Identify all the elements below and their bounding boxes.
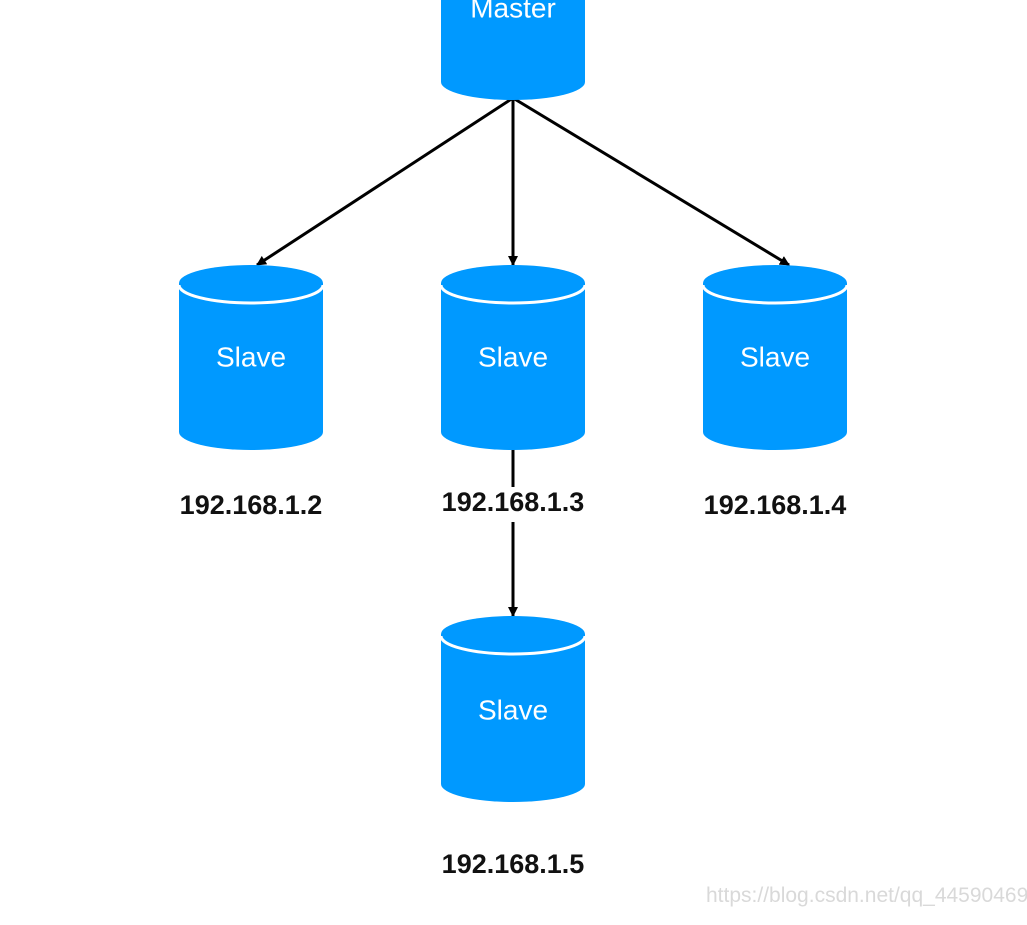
slave-1-label: Slave xyxy=(216,341,286,372)
master-label: Master xyxy=(470,0,556,23)
slave-4-database-icon: Slave xyxy=(439,616,587,802)
slave-1-database-icon: Slave xyxy=(177,265,325,450)
slave-4-label: Slave xyxy=(478,694,548,725)
slave-3-label: Slave xyxy=(740,341,810,372)
edge-master-to-slave-3 xyxy=(512,96,790,267)
slave-3-database-icon: Slave xyxy=(701,265,849,450)
slave-2-database-icon: Slave xyxy=(439,265,587,450)
slave-3-ip-label: 192.168.1.4 xyxy=(704,490,847,520)
master-database-icon: Master xyxy=(441,0,585,100)
slave-1-ip-label: 192.168.1.2 xyxy=(180,490,323,520)
watermark-text: https://blog.csdn.net/qq_44590469 xyxy=(706,884,1027,907)
slave-2-label: Slave xyxy=(478,341,548,372)
edge-master-to-slave-1 xyxy=(256,96,514,267)
edges xyxy=(256,96,790,617)
slave-2-ip-label: 192.168.1.3 xyxy=(442,487,585,517)
slave-4-ip-label: 192.168.1.5 xyxy=(442,849,585,879)
